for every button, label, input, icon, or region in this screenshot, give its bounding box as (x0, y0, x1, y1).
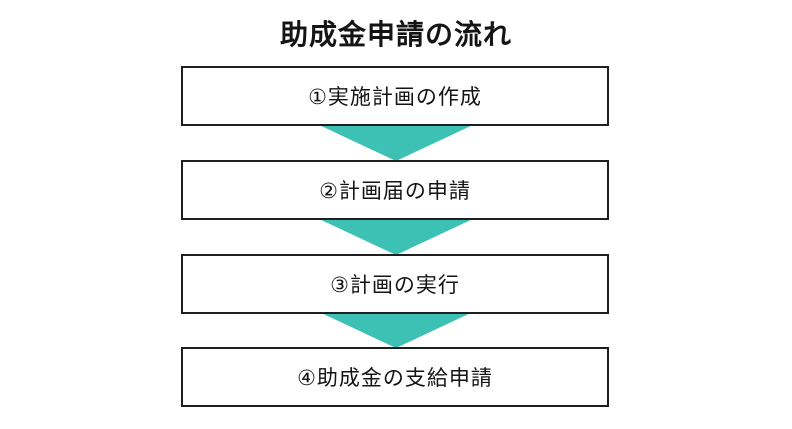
flow-step-3-label: ③計画の実行 (330, 274, 460, 297)
down-arrow-icon (317, 311, 475, 348)
down-arrow-icon (317, 218, 475, 255)
flow-step-2-box: ②計画届の申請 (181, 160, 609, 220)
flow-step-1-box: ①実施計画の作成 (181, 66, 609, 126)
down-arrow-icon (317, 124, 475, 161)
flow-step-1-label: ①実施計画の作成 (308, 86, 482, 109)
flow-step-3-box: ③計画の実行 (181, 254, 609, 314)
page-title: 助成金申請の流れ (279, 19, 512, 50)
flow-step-4-box: ④助成金の支給申請 (181, 347, 609, 407)
flow-step-4-label: ④助成金の支給申請 (297, 367, 493, 390)
flow-step-2-label: ②計画届の申請 (319, 180, 471, 203)
